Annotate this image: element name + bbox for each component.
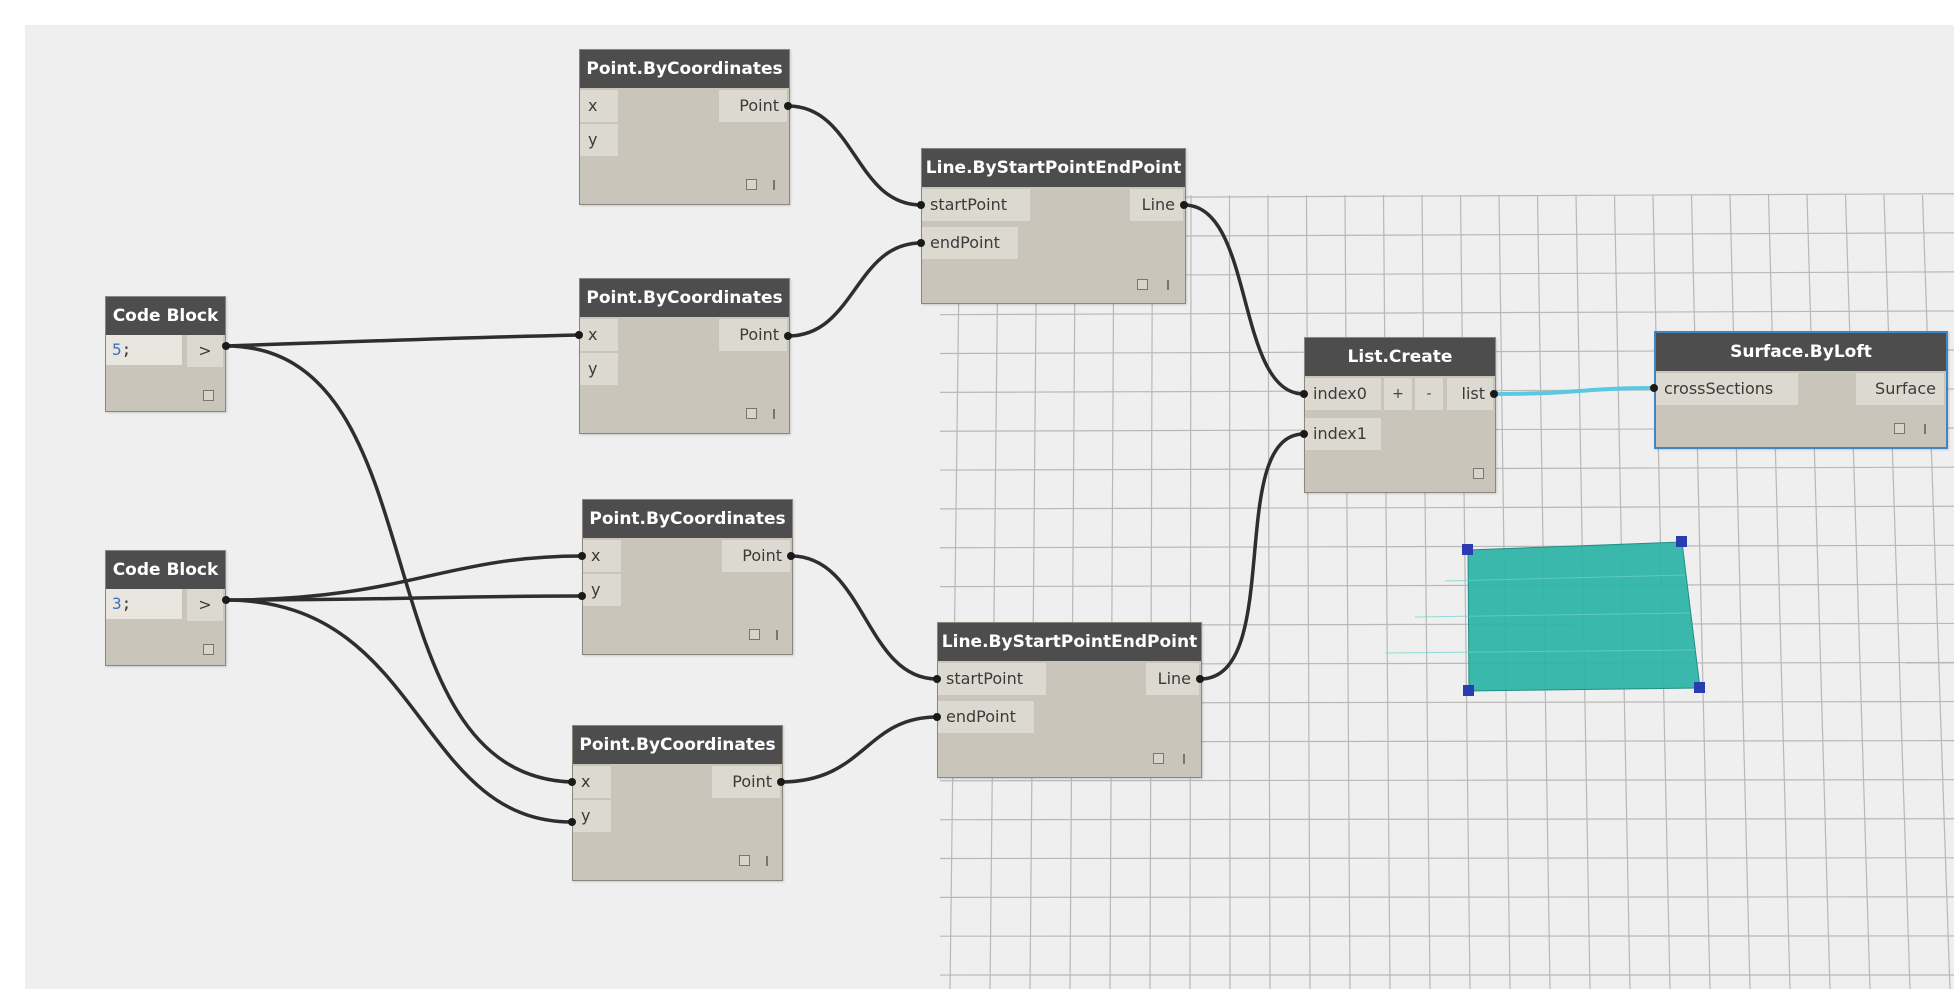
surface-seams bbox=[1384, 574, 1696, 654]
preview-toggle-icon[interactable] bbox=[1473, 468, 1484, 479]
line-by-start-end-node[interactable]: Line.ByStartPointEndPoint startPoint end… bbox=[937, 622, 1202, 778]
node-title: Point.ByCoordinates bbox=[583, 500, 792, 538]
add-input-button[interactable]: + bbox=[1384, 378, 1412, 410]
preview-toggle-icon[interactable] bbox=[1153, 753, 1164, 764]
lacing-icon[interactable] bbox=[1183, 754, 1185, 764]
node-title: Line.ByStartPointEndPoint bbox=[938, 623, 1201, 661]
input-port-cross-sections[interactable]: crossSections bbox=[1656, 373, 1798, 405]
node-title: Line.ByStartPointEndPoint bbox=[922, 149, 1185, 187]
output-port-point[interactable]: Point bbox=[712, 766, 780, 798]
node-title: List.Create bbox=[1305, 338, 1495, 376]
point-by-coordinates-node[interactable]: Point.ByCoordinates x y Point bbox=[579, 278, 790, 434]
input-port-x[interactable]: x bbox=[580, 319, 618, 351]
input-port-x[interactable]: x bbox=[583, 540, 621, 572]
node-title: Point.ByCoordinates bbox=[573, 726, 782, 764]
preview-toggle-icon[interactable] bbox=[203, 644, 214, 655]
code-value: 3 bbox=[112, 594, 122, 613]
preview-toggle-icon[interactable] bbox=[1894, 423, 1905, 434]
lacing-icon[interactable] bbox=[1167, 280, 1169, 290]
node-title: Code Block bbox=[106, 551, 225, 589]
point-by-coordinates-node[interactable]: Point.ByCoordinates x y Point bbox=[579, 49, 790, 205]
input-port-x[interactable]: x bbox=[580, 90, 618, 122]
code-block-node[interactable]: Code Block 5; > bbox=[105, 296, 226, 412]
input-port-start-point[interactable]: startPoint bbox=[938, 663, 1046, 695]
code-terminator: ; bbox=[121, 340, 132, 359]
point-by-coordinates-node[interactable]: Point.ByCoordinates x y Point bbox=[572, 725, 783, 881]
code-input-field[interactable]: 5; bbox=[106, 335, 182, 365]
preview-toggle-icon[interactable] bbox=[739, 855, 750, 866]
code-value: 5 bbox=[112, 340, 122, 359]
code-block-node[interactable]: Code Block 3; > bbox=[105, 550, 226, 666]
lacing-icon[interactable] bbox=[773, 180, 775, 190]
loft-surface-preview bbox=[1467, 541, 1701, 692]
remove-input-button[interactable]: - bbox=[1415, 378, 1443, 410]
node-title: Code Block bbox=[106, 297, 225, 335]
graph-canvas[interactable]: Code Block 5; > Code Block 3; > Point.By… bbox=[25, 25, 1954, 989]
list-create-node[interactable]: List.Create index0 + - list index1 bbox=[1304, 337, 1496, 493]
input-port-end-point[interactable]: endPoint bbox=[922, 227, 1018, 259]
preview-toggle-icon[interactable] bbox=[746, 179, 757, 190]
code-terminator: ; bbox=[121, 594, 132, 613]
preview-toggle-icon[interactable] bbox=[746, 408, 757, 419]
lacing-icon[interactable] bbox=[776, 630, 778, 640]
code-input-field[interactable]: 3; bbox=[106, 589, 182, 619]
node-title: Surface.ByLoft bbox=[1656, 333, 1946, 371]
output-port-point[interactable]: Point bbox=[719, 319, 787, 351]
control-point[interactable] bbox=[1463, 685, 1474, 696]
control-point[interactable] bbox=[1694, 682, 1705, 693]
surface-by-loft-node[interactable]: Surface.ByLoft crossSections Surface bbox=[1654, 331, 1948, 449]
preview-toggle-icon[interactable] bbox=[1137, 279, 1148, 290]
lacing-icon[interactable] bbox=[766, 856, 768, 866]
input-port-index0[interactable]: index0 bbox=[1305, 378, 1381, 410]
input-port-y[interactable]: y bbox=[580, 353, 618, 385]
input-port-end-point[interactable]: endPoint bbox=[938, 701, 1034, 733]
line-by-start-end-node[interactable]: Line.ByStartPointEndPoint startPoint end… bbox=[921, 148, 1186, 304]
preview-toggle-icon[interactable] bbox=[749, 629, 760, 640]
output-port-point[interactable]: Point bbox=[719, 90, 787, 122]
output-port[interactable]: > bbox=[187, 335, 223, 367]
input-port-start-point[interactable]: startPoint bbox=[922, 189, 1030, 221]
point-by-coordinates-node[interactable]: Point.ByCoordinates x y Point bbox=[582, 499, 793, 655]
output-port-surface[interactable]: Surface bbox=[1856, 373, 1944, 405]
output-port-line[interactable]: Line bbox=[1130, 189, 1183, 221]
input-port-y[interactable]: y bbox=[583, 574, 621, 606]
input-port-x[interactable]: x bbox=[573, 766, 611, 798]
surface-control-points[interactable] bbox=[1462, 536, 1705, 696]
input-port-y[interactable]: y bbox=[573, 800, 611, 832]
lacing-icon[interactable] bbox=[1924, 424, 1926, 434]
background-grid bbox=[939, 193, 1954, 989]
output-port-line[interactable]: Line bbox=[1146, 663, 1199, 695]
output-port-list[interactable]: list bbox=[1447, 378, 1493, 410]
input-port-y[interactable]: y bbox=[580, 124, 618, 156]
control-point[interactable] bbox=[1462, 544, 1473, 555]
output-port[interactable]: > bbox=[187, 589, 223, 621]
node-title: Point.ByCoordinates bbox=[580, 50, 789, 88]
preview-toggle-icon[interactable] bbox=[203, 390, 214, 401]
input-port-index1[interactable]: index1 bbox=[1305, 418, 1381, 450]
output-port-point[interactable]: Point bbox=[722, 540, 790, 572]
lacing-icon[interactable] bbox=[773, 409, 775, 419]
node-title: Point.ByCoordinates bbox=[580, 279, 789, 317]
control-point[interactable] bbox=[1676, 536, 1687, 547]
